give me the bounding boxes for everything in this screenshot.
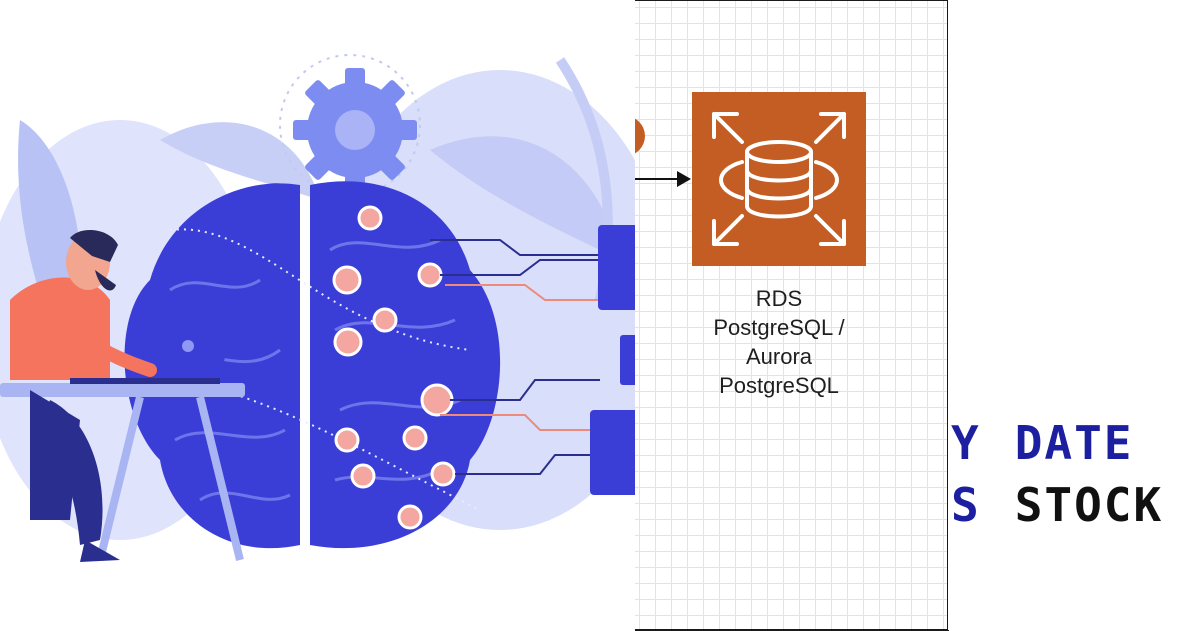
hero-illustration bbox=[0, 54, 635, 562]
rds-label-line: PostgreSQL bbox=[719, 373, 839, 398]
person-illustration bbox=[0, 229, 245, 562]
circuit-nodes bbox=[332, 205, 456, 530]
sql-identifier: STOCK bbox=[1014, 478, 1164, 532]
rds-label-line: RDS bbox=[755, 286, 803, 311]
circuit-lines bbox=[430, 239, 600, 475]
sql-keyword: DATE bbox=[1014, 416, 1134, 470]
rds-label-line: PostgreSQL / bbox=[713, 315, 845, 340]
laptop-icon bbox=[70, 312, 238, 384]
source-node[interactable] bbox=[635, 116, 645, 156]
gear-icon bbox=[293, 68, 417, 192]
brain-illustration bbox=[0, 54, 635, 562]
code-line: Y DATE bbox=[951, 416, 1133, 470]
sql-keyword-fragment: Y bbox=[951, 416, 981, 470]
sql-keyword-fragment: S bbox=[951, 478, 981, 532]
architecture-diagram-canvas: RDS PostgreSQL / Aurora PostgreSQL bbox=[635, 0, 949, 631]
rds-label-line: Aurora bbox=[745, 344, 813, 369]
rds-node[interactable] bbox=[692, 92, 866, 266]
code-line: S STOCK bbox=[951, 478, 1163, 532]
rds-node-label: RDS PostgreSQL / Aurora PostgreSQL bbox=[655, 284, 903, 400]
rds-database-icon bbox=[712, 112, 846, 246]
device-icons bbox=[590, 225, 635, 495]
circuit-lines-accent bbox=[440, 284, 600, 431]
sql-code-snippet: Y DATE S STOCK bbox=[948, 0, 1200, 630]
connector-arrow[interactable] bbox=[635, 166, 695, 192]
